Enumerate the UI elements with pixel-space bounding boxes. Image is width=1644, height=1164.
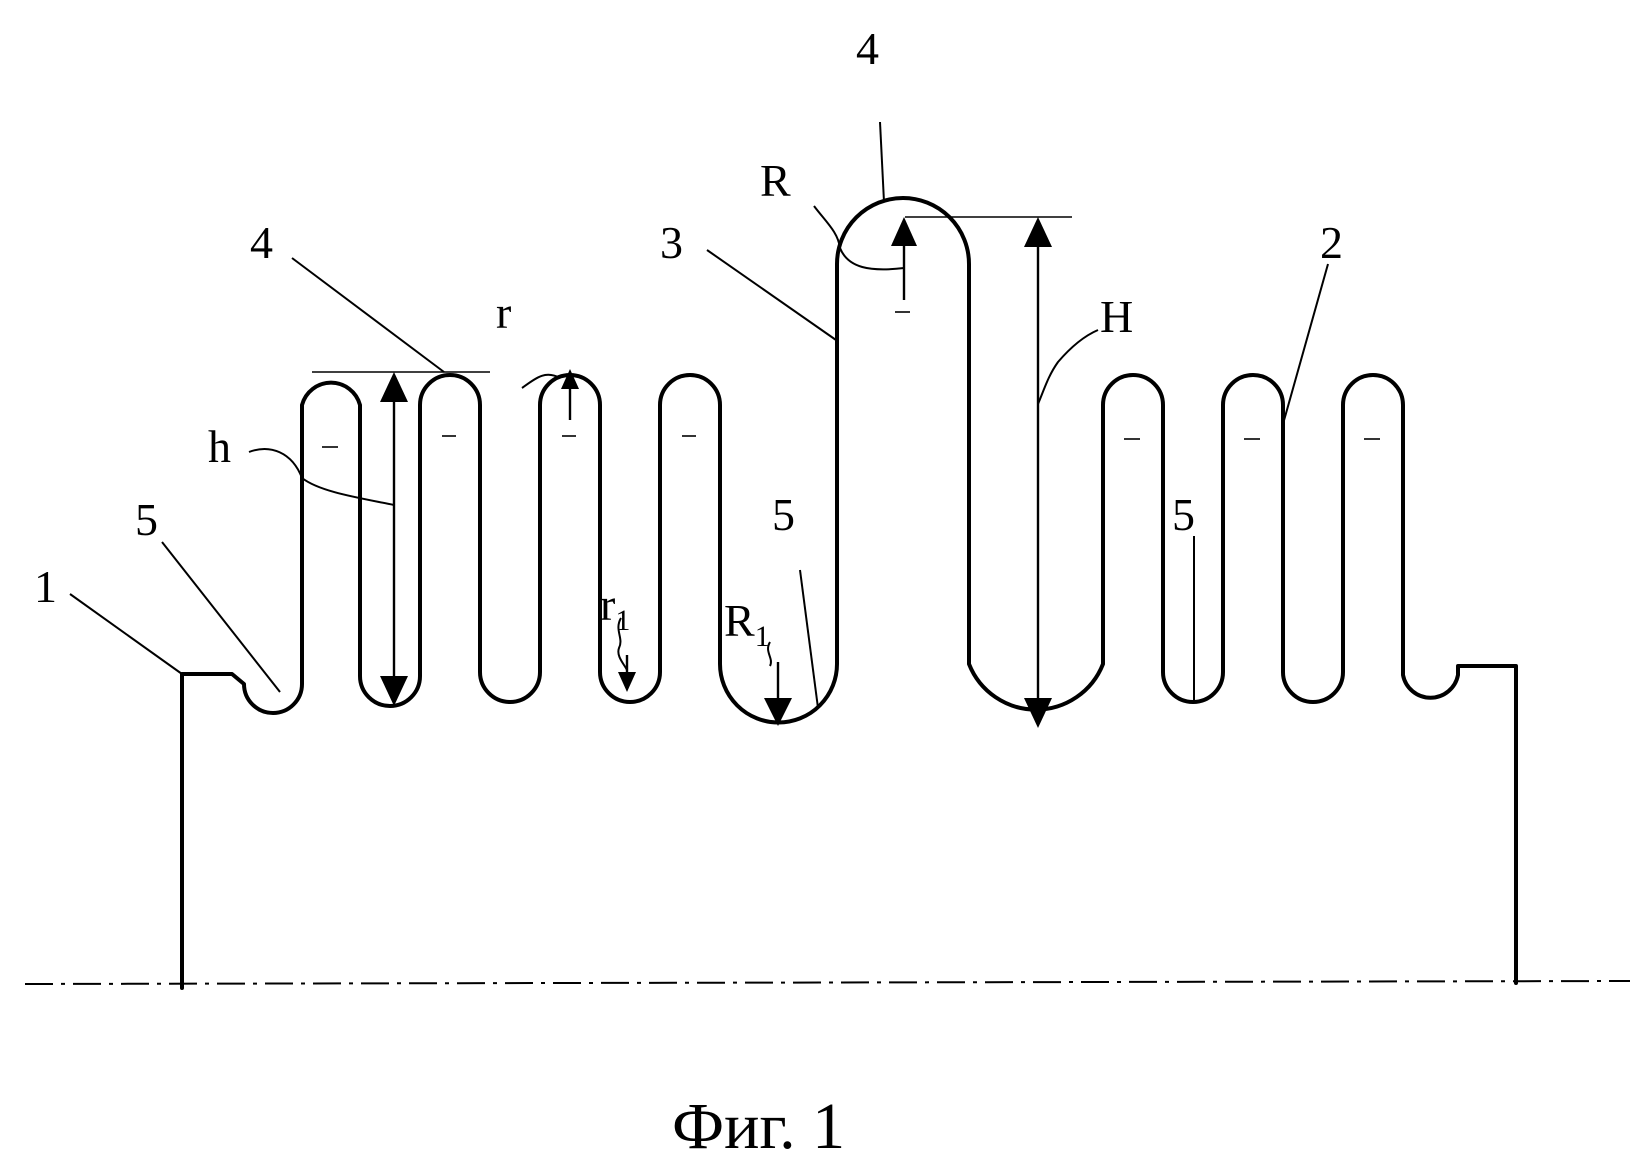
label-r: r	[496, 287, 511, 338]
label-r1: r1	[600, 579, 630, 637]
dimension-H	[905, 217, 1072, 728]
label-5-left: 5	[135, 494, 158, 545]
label-4-top: 4	[856, 23, 879, 74]
label-1: 1	[34, 561, 57, 612]
label-R: R	[760, 155, 791, 206]
label-R1: R1	[724, 595, 770, 653]
label-3: 3	[660, 217, 683, 268]
label-4-left: 4	[250, 217, 273, 268]
figure-caption: Фиг. 1	[672, 1090, 845, 1163]
label-5-right: 5	[1172, 489, 1195, 540]
leader-lines	[70, 122, 1328, 708]
dimension-h	[312, 372, 490, 706]
dimension-R	[891, 217, 917, 300]
dimension-R1	[764, 662, 792, 726]
label-h: h	[208, 421, 231, 472]
label-2: 2	[1320, 217, 1343, 268]
label-5-mid: 5	[772, 489, 795, 540]
label-H: H	[1100, 291, 1133, 342]
bellows-profile	[182, 198, 1516, 988]
center-axis	[25, 981, 1630, 984]
